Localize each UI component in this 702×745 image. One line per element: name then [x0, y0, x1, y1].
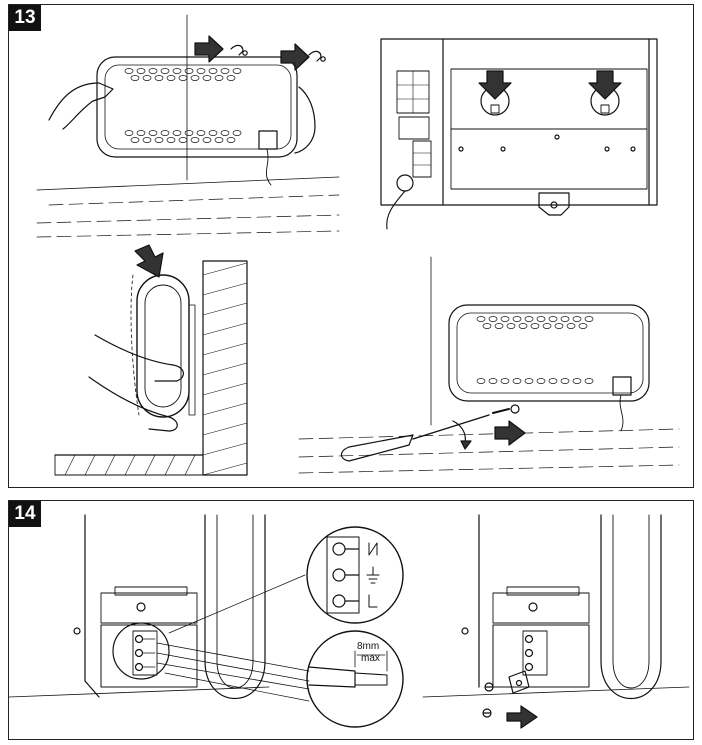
zoom-terminal-labels: [306, 526, 404, 624]
scene-wiring-terminal: [9, 514, 310, 702]
bottom-bracket: [538, 192, 570, 216]
left-hand: [48, 82, 114, 130]
wire-core: [354, 672, 388, 686]
push-arrow-left: [194, 35, 224, 63]
scene-rear-view: [380, 38, 658, 230]
strip-length-label: 8mm: [357, 641, 379, 652]
heater-body: [96, 56, 298, 158]
scene-side-view: [54, 244, 248, 476]
screw: [492, 408, 510, 414]
press-arrow: [134, 244, 164, 278]
screwdriver-handle: [340, 434, 414, 462]
cable-clamp: [508, 670, 530, 694]
hand-upper: [94, 334, 184, 382]
step-14-panel: 14: [8, 500, 694, 740]
wall-hook-right: [308, 50, 322, 62]
scene-fasten-screw: [298, 256, 680, 474]
push-arrow-clamp: [506, 705, 538, 729]
wire-insulation: [308, 666, 356, 688]
down-arrow-right: [588, 70, 622, 100]
terminal-zoom-ring: [112, 622, 170, 680]
push-arrow-right: [280, 43, 310, 71]
wall-hook-left: [230, 44, 244, 56]
heater-vents-top: [124, 68, 242, 81]
clamp-screw-2: [482, 708, 492, 718]
step-14-number: 14: [9, 501, 41, 527]
heater-vents-bottom: [124, 130, 242, 143]
step-13-number: 13: [9, 5, 41, 31]
step-13-illustrations: [36, 14, 680, 476]
push-arrow-bracket: [494, 420, 526, 446]
heater-body-2: [448, 304, 650, 402]
neutral-mark: [368, 542, 378, 556]
rear-frame: [380, 38, 658, 206]
scene-cover-refit: [422, 514, 690, 729]
live-mark: [368, 594, 378, 608]
step-14-illustrations: 8mm max: [9, 514, 690, 729]
terminal-block: [132, 630, 158, 676]
right-hand: [294, 86, 316, 154]
scene-hang-heater: [36, 14, 340, 238]
wall-section: [202, 260, 248, 476]
heater-end-outer: [204, 514, 266, 699]
hand-lower: [88, 376, 178, 432]
heater-end-outer-2: [600, 514, 662, 699]
step-13-panel: 13: [8, 4, 694, 488]
strip-max-label: max: [361, 653, 380, 664]
terminal-block-2: [522, 630, 548, 676]
cable-gland: [396, 174, 414, 192]
earth-mark: [366, 566, 380, 584]
terminal-box: [258, 130, 278, 150]
clamp-screw-1: [484, 682, 494, 692]
zoom-wire-strip: [306, 630, 404, 728]
down-arrow-left: [478, 70, 512, 100]
washer: [510, 404, 520, 414]
